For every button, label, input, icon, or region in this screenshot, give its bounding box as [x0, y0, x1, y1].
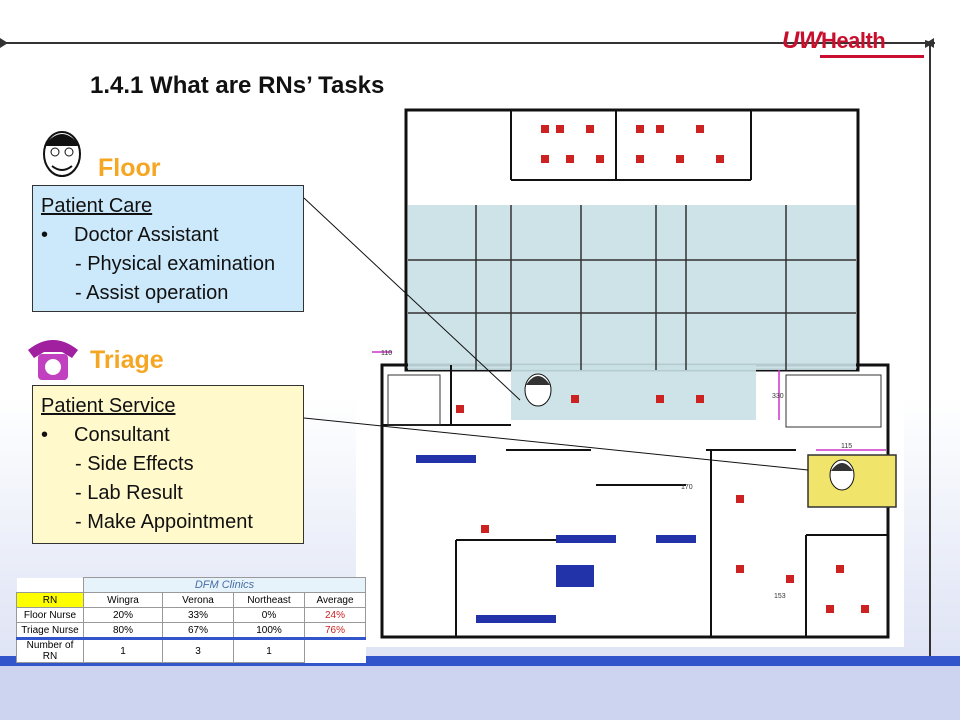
bottom-footer: [0, 666, 960, 720]
table-header-row: RN Wingra Verona Northeast Average: [16, 592, 366, 608]
triage-box-bullet: •Consultant: [41, 424, 170, 446]
floor-task-box: Patient Care •Doctor Assistant - Physica…: [32, 185, 304, 312]
table-cell: 0%: [233, 607, 305, 623]
floor-plan-drawing: 110 330 115 170 153: [356, 95, 904, 647]
table-cell: 67%: [162, 622, 234, 639]
triage-box-item: - Side Effects: [75, 453, 194, 475]
plan-label-153: 153: [774, 593, 786, 600]
bottom-band: [0, 656, 960, 666]
plan-label-110: 110: [381, 350, 392, 357]
table-row: Floor Nurse 20% 33% 0% 24%: [16, 607, 366, 623]
table-row: Number of RN 1 3 1: [16, 638, 366, 663]
page-title: 1.4.1 What are RNs’ Tasks: [90, 72, 385, 99]
floor-box-bullet: •Doctor Assistant: [41, 224, 219, 246]
doctor-icon: [43, 131, 81, 177]
triage-task-box: Patient Service •Consultant - Side Effec…: [32, 385, 304, 544]
dfm-clinics-table: DFM Clinics RN Wingra Verona Northeast A…: [16, 577, 366, 663]
logo-underline: [820, 55, 924, 58]
table-row: Triage Nurse 80% 67% 100% 76%: [16, 622, 366, 639]
floor-nurse-figure: [524, 373, 552, 407]
table-cell: 1: [83, 638, 163, 663]
table-cell: 24%: [304, 607, 366, 623]
table-header-cell: Verona: [162, 592, 234, 608]
table-cell: Triage Nurse: [16, 622, 84, 639]
floor-box-heading: Patient Care: [41, 195, 153, 217]
table-cell: 33%: [162, 607, 234, 623]
floor-box-item: - Assist operation: [75, 282, 229, 304]
triage-nurse-figure: [829, 459, 855, 491]
table-cell: 76%: [304, 622, 366, 639]
table-header-cell: Northeast: [233, 592, 305, 608]
table-title: DFM Clinics: [83, 577, 366, 593]
triage-box-heading: Patient Service: [41, 395, 176, 417]
table-cell: Number of RN: [16, 638, 84, 663]
table-cell: 80%: [83, 622, 163, 639]
plan-label-115: 115: [841, 443, 852, 450]
table-header-cell: Wingra: [83, 592, 163, 608]
table-cell: 1: [233, 638, 305, 663]
right-rule: [929, 44, 931, 720]
table-header-cell: Average: [304, 592, 366, 608]
table-cell: [305, 639, 366, 663]
uw-health-logo: UWHealth: [782, 27, 886, 54]
plan-label-330: 330: [772, 393, 784, 400]
floor-label: Floor: [98, 154, 161, 182]
phone-icon: [28, 340, 78, 380]
triage-label: Triage: [90, 346, 164, 374]
table-header-cell: RN: [16, 592, 84, 608]
top-rule: [0, 42, 935, 44]
triage-box-item: - Lab Result: [75, 482, 183, 504]
plan-label-170: 170: [681, 484, 693, 491]
floor-plan: 110 330 115 170 153: [356, 95, 904, 647]
table-cell: 20%: [83, 607, 163, 623]
triage-box-item: - Make Appointment: [75, 511, 253, 533]
table-cell: 3: [162, 638, 234, 663]
table-cell: 100%: [233, 622, 305, 639]
floor-box-item: - Physical examination: [75, 253, 276, 275]
table-cell: Floor Nurse: [16, 607, 84, 623]
